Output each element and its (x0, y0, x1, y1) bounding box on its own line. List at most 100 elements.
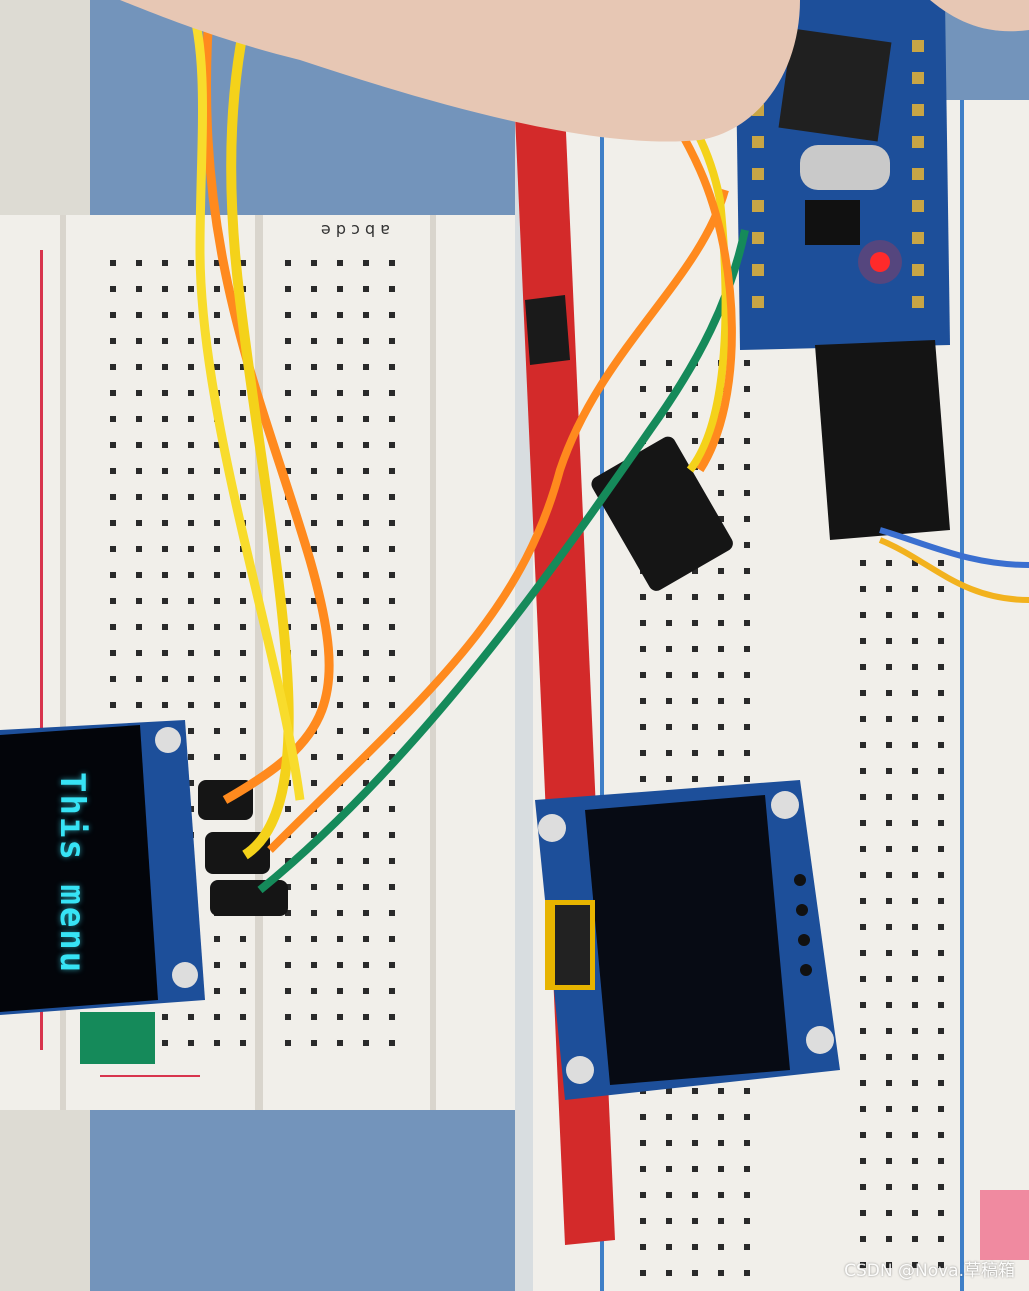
breadboard-hole (363, 286, 369, 292)
breadboard-hole (311, 676, 317, 682)
oled-left-text: This menu (52, 772, 92, 975)
breadboard-hole (692, 620, 698, 626)
breadboard-hole (337, 702, 343, 708)
breadboard-hole (285, 442, 291, 448)
breadboard-hole (162, 624, 168, 630)
breadboard-hole (136, 494, 142, 500)
breadboard-hole (162, 364, 168, 370)
breadboard-hole (886, 664, 892, 670)
breadboard-hole (912, 898, 918, 904)
breadboard-hole (110, 676, 116, 682)
breadboard-hole (285, 988, 291, 994)
breadboard-hole (666, 724, 672, 730)
breadboard-hole (337, 364, 343, 370)
breadboard-hole (692, 1088, 698, 1094)
breadboard-hole (214, 598, 220, 604)
breadboard-hole (389, 780, 395, 786)
breadboard-hole (912, 1106, 918, 1112)
header-pin (912, 200, 924, 212)
breadboard-hole (337, 546, 343, 552)
header-pin (752, 168, 764, 180)
stm32-board (735, 0, 950, 350)
breadboard-hole (240, 962, 246, 968)
breadboard-hole (886, 872, 892, 878)
breadboard-hole (886, 586, 892, 592)
breadboard-hole (640, 412, 646, 418)
breadboard-hole (110, 442, 116, 448)
breadboard-hole (886, 846, 892, 852)
breadboard-hole (162, 338, 168, 344)
breadboard-hole (938, 1028, 944, 1034)
breadboard-hole (886, 924, 892, 930)
breadboard-hole (188, 416, 194, 422)
breadboard-hole (363, 858, 369, 864)
breadboard-hole (389, 858, 395, 864)
breadboard-hole (162, 650, 168, 656)
breadboard-hole (188, 546, 194, 552)
breadboard-hole (337, 1040, 343, 1046)
breadboard-hole (389, 520, 395, 526)
breadboard-hole (640, 1140, 646, 1146)
breadboard-hole (136, 260, 142, 266)
breadboard-hole (718, 724, 724, 730)
breadboard-hole (136, 364, 142, 370)
breadboard-hole (389, 936, 395, 942)
breadboard-hole (214, 520, 220, 526)
breadboard-hole (912, 1028, 918, 1034)
breadboard-hole (285, 806, 291, 812)
breadboard-hole (311, 650, 317, 656)
breadboard-hole (718, 438, 724, 444)
breadboard-hole (162, 546, 168, 552)
breadboard-hole (214, 260, 220, 266)
breadboard-hole (692, 438, 698, 444)
breadboard-hole (886, 560, 892, 566)
breadboard-hole (912, 846, 918, 852)
breadboard-hole (311, 390, 317, 396)
breadboard-hole (938, 976, 944, 982)
header-pin (912, 136, 924, 148)
breadboard-hole (363, 728, 369, 734)
breadboard-hole (912, 1184, 918, 1190)
breadboard-hole (692, 1140, 698, 1146)
header-pin (912, 104, 924, 116)
breadboard-hole (188, 780, 194, 786)
breadboard-hole (912, 794, 918, 800)
breadboard-hole (285, 598, 291, 604)
breadboard-hole (389, 624, 395, 630)
breadboard-hole (744, 1270, 750, 1276)
breadboard-hole (886, 1210, 892, 1216)
breadboard-hole (240, 702, 246, 708)
breadboard-hole (640, 1244, 646, 1250)
breadboard-hole (311, 624, 317, 630)
breadboard-hole (860, 950, 866, 956)
breadboard-hole (214, 286, 220, 292)
breadboard-hole (912, 716, 918, 722)
breadboard-hole (240, 598, 246, 604)
breadboard-hole (285, 936, 291, 942)
breadboard-hole (240, 1014, 246, 1020)
breadboard-hole (886, 794, 892, 800)
breadboard-hole (285, 390, 291, 396)
breadboard-hole (311, 1040, 317, 1046)
breadboard-hole (240, 1040, 246, 1046)
breadboard-hole (640, 360, 646, 366)
breadboard-hole (214, 442, 220, 448)
breadboard-hole (337, 520, 343, 526)
breadboard-hole (718, 464, 724, 470)
breadboard-hole (162, 468, 168, 474)
breadboard-hole (860, 716, 866, 722)
breadboard-hole (363, 572, 369, 578)
breadboard-hole (311, 754, 317, 760)
breadboard-hole (938, 1262, 944, 1268)
breadboard-hole (311, 546, 317, 552)
breadboard-hole (311, 364, 317, 370)
breadboard-hole (666, 1244, 672, 1250)
breadboard-hole (860, 872, 866, 878)
breadboard-hole (285, 910, 291, 916)
breadboard-hole (337, 650, 343, 656)
breadboard-hole (860, 1184, 866, 1190)
breadboard-hole (110, 520, 116, 526)
breadboard-hole (938, 820, 944, 826)
header-pin (912, 72, 924, 84)
oled-left (0, 720, 205, 1015)
